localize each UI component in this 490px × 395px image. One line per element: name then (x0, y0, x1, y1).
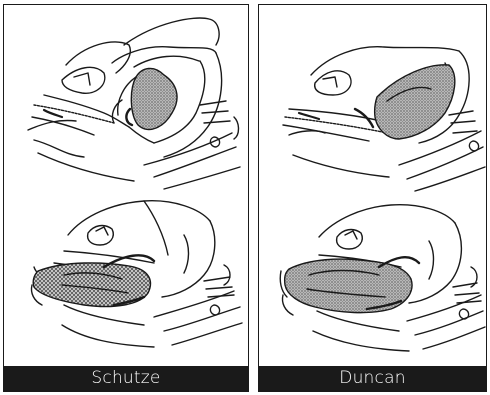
duncan-top-diagram (283, 47, 485, 191)
duncan-caption: Duncan (259, 366, 486, 391)
duncan-panel: Duncan (258, 4, 487, 392)
duncan-illustrations (259, 5, 488, 393)
schutze-top-diagram (28, 18, 240, 189)
schutze-panel: Schutze (3, 4, 249, 392)
schutze-illustrations (4, 5, 250, 393)
schutze-caption: Schutze (4, 366, 248, 391)
schutze-bottom-diagram (31, 201, 242, 347)
duncan-bottom-diagram (280, 205, 485, 351)
